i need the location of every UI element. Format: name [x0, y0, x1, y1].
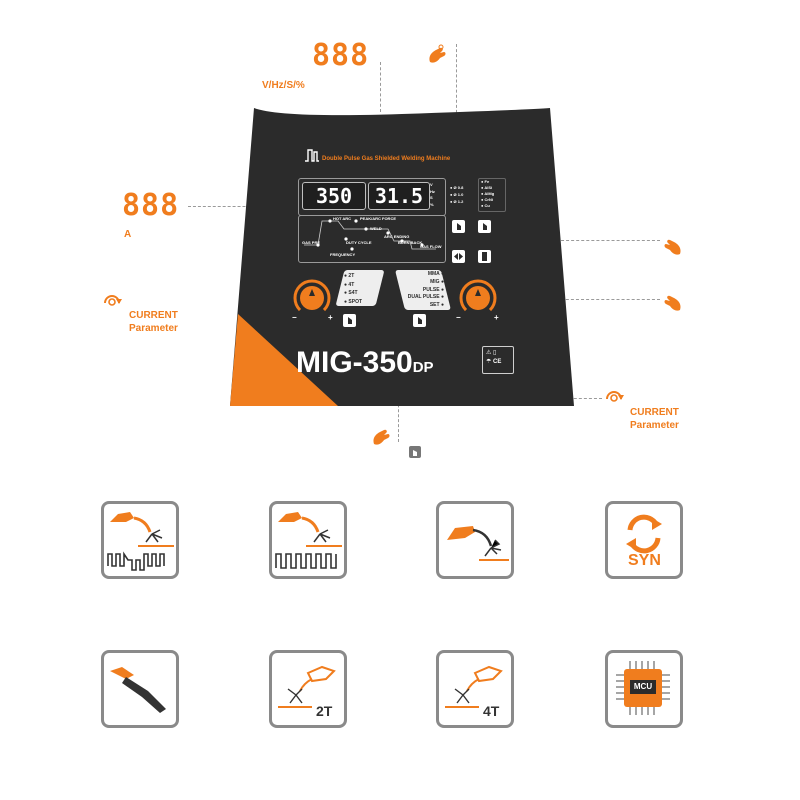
- dual-pulse-mig-icon: [107, 512, 174, 571]
- unit-hz: Hz: [430, 188, 435, 194]
- unit-indicators: V Hz S %: [430, 182, 442, 208]
- mode-dual-pulse: DUAL PULSE ●: [407, 294, 444, 301]
- right-knob-minus: −: [456, 313, 461, 322]
- leader-line: [500, 299, 660, 300]
- trigger-mode-list: ● 2T ● 4T ● S4T ● SPOT: [344, 272, 362, 306]
- trigger-mode-button[interactable]: [343, 314, 356, 327]
- top-display-digits: 888: [312, 38, 370, 73]
- feature-dual-pulse-mig: [101, 501, 179, 579]
- 4t-label: 4T: [483, 703, 500, 719]
- synergic-icon: [626, 514, 662, 554]
- mode-4t: ● 4T: [344, 281, 355, 288]
- label-gas-pre: GAS PRE: [302, 240, 321, 245]
- 2t-label: 2T: [316, 703, 333, 719]
- leader-line: [188, 206, 300, 207]
- mode-spot: ● SPOT: [344, 298, 363, 305]
- label-peak-arc-force: PEAK/ARC FORCE: [360, 216, 397, 221]
- mcu-chip-icon: [616, 661, 670, 715]
- warning-triangle-icon: ⚠ ▯: [486, 350, 497, 356]
- ce-mark: CE: [493, 359, 502, 365]
- feature-2t: 2T: [269, 650, 347, 728]
- wire-size-1.2: 1.2: [457, 199, 464, 204]
- unit-s: S: [430, 195, 433, 200]
- mig-torch-icon: [447, 526, 509, 561]
- left-knob-minus: −: [292, 313, 297, 322]
- left-knob-plus: +: [328, 313, 333, 322]
- right-adjust-knob[interactable]: [456, 276, 500, 320]
- mode-s4t: ● S4T: [344, 290, 358, 296]
- rotate-knob-icon: [104, 295, 122, 306]
- parameter-select-button[interactable]: [478, 220, 491, 233]
- rotate-knob-icon: [606, 391, 624, 402]
- feature-mma: [101, 650, 179, 728]
- wire-inch-button[interactable]: [478, 250, 491, 263]
- mma-electrode-holder-icon: [110, 667, 166, 713]
- syn-label: SYN: [628, 552, 661, 569]
- material-list: ● Fe ● AlSi ● AlMg ● CrNi ● Cu: [478, 178, 506, 212]
- label-gas-flow: GAS FLOW: [420, 244, 442, 249]
- hand-press-icon: [429, 44, 446, 63]
- feature-synergic: SYN: [605, 501, 683, 579]
- pulse-logo-icon: [305, 149, 319, 162]
- button-hint-icon: [409, 446, 421, 458]
- panel-header-title: Double Pulse Gas Shielded Welding Machin…: [322, 156, 451, 162]
- left-adjust-knob[interactable]: [290, 276, 334, 320]
- pulse-mig-icon: [275, 512, 342, 569]
- feature-4t: 4T: [436, 650, 514, 728]
- lcd-voltage-display: 31.5: [368, 182, 430, 210]
- feature-mig: [436, 501, 514, 579]
- right-knob-plus: +: [494, 313, 499, 322]
- left-display-unit: A: [124, 229, 132, 240]
- lcd-current-display: 350: [302, 182, 366, 210]
- mode-mma: MMA ●: [427, 271, 444, 277]
- inductance-button[interactable]: [452, 220, 465, 233]
- parameter-curve: [304, 219, 436, 251]
- mode-set: SET ●: [429, 302, 444, 309]
- model-name: MIG-350DP: [296, 346, 434, 379]
- safety-label-box: ⚠ ▯ ☂ CE: [482, 346, 514, 374]
- right-knob-label: CURRENT Parameter: [630, 407, 679, 431]
- 2t-mode-icon: [278, 665, 336, 708]
- arrow-toggle-button[interactable]: [452, 250, 465, 263]
- unit-percent: %: [430, 201, 434, 207]
- leader-line: [380, 62, 381, 112]
- label-burn-back: BURN BACK: [398, 240, 423, 245]
- left-knob-label: CURRENT Parameter: [129, 310, 178, 334]
- weld-mode-list: MMA ● MIG ● PULSE ● DUAL PULSE ● SET ●: [400, 271, 444, 310]
- weld-mode-button[interactable]: [413, 314, 426, 327]
- mode-2t: ● 2T: [344, 273, 355, 279]
- wire-size-0.8: 0.8: [457, 185, 464, 190]
- label-frequency: FREQUENCY: [330, 252, 356, 257]
- left-display-digits: 888: [122, 188, 180, 223]
- mcu-label: MCU: [633, 682, 653, 691]
- hand-press-icon: [373, 429, 390, 445]
- label-duty-cycle: DUTY CYCLE: [346, 240, 372, 245]
- wire-size-list: ● Ø 0.8 ● Ø 1.0 ● Ø 1.2: [450, 185, 464, 204]
- label-arc-ending: ARC ENDING: [384, 234, 410, 239]
- feature-pulse-mig: [269, 501, 347, 579]
- 4t-mode-icon: [445, 665, 503, 708]
- mode-pulse: PULSE ●: [422, 286, 444, 293]
- feature-mcu: MCU: [605, 650, 683, 728]
- hand-press-icon: [664, 295, 681, 311]
- label-hot-arc: HOT ARC: [333, 216, 352, 221]
- top-display-unit: V/Hz/S/%: [262, 80, 305, 91]
- mode-mig: MIG ●: [430, 278, 444, 285]
- unit-v: V: [430, 182, 433, 187]
- label-weld: WELD: [370, 226, 382, 231]
- parameter-graph-frame: [298, 215, 446, 263]
- wire-size-1.0: 1.0: [457, 192, 464, 197]
- hand-press-icon: [664, 239, 681, 255]
